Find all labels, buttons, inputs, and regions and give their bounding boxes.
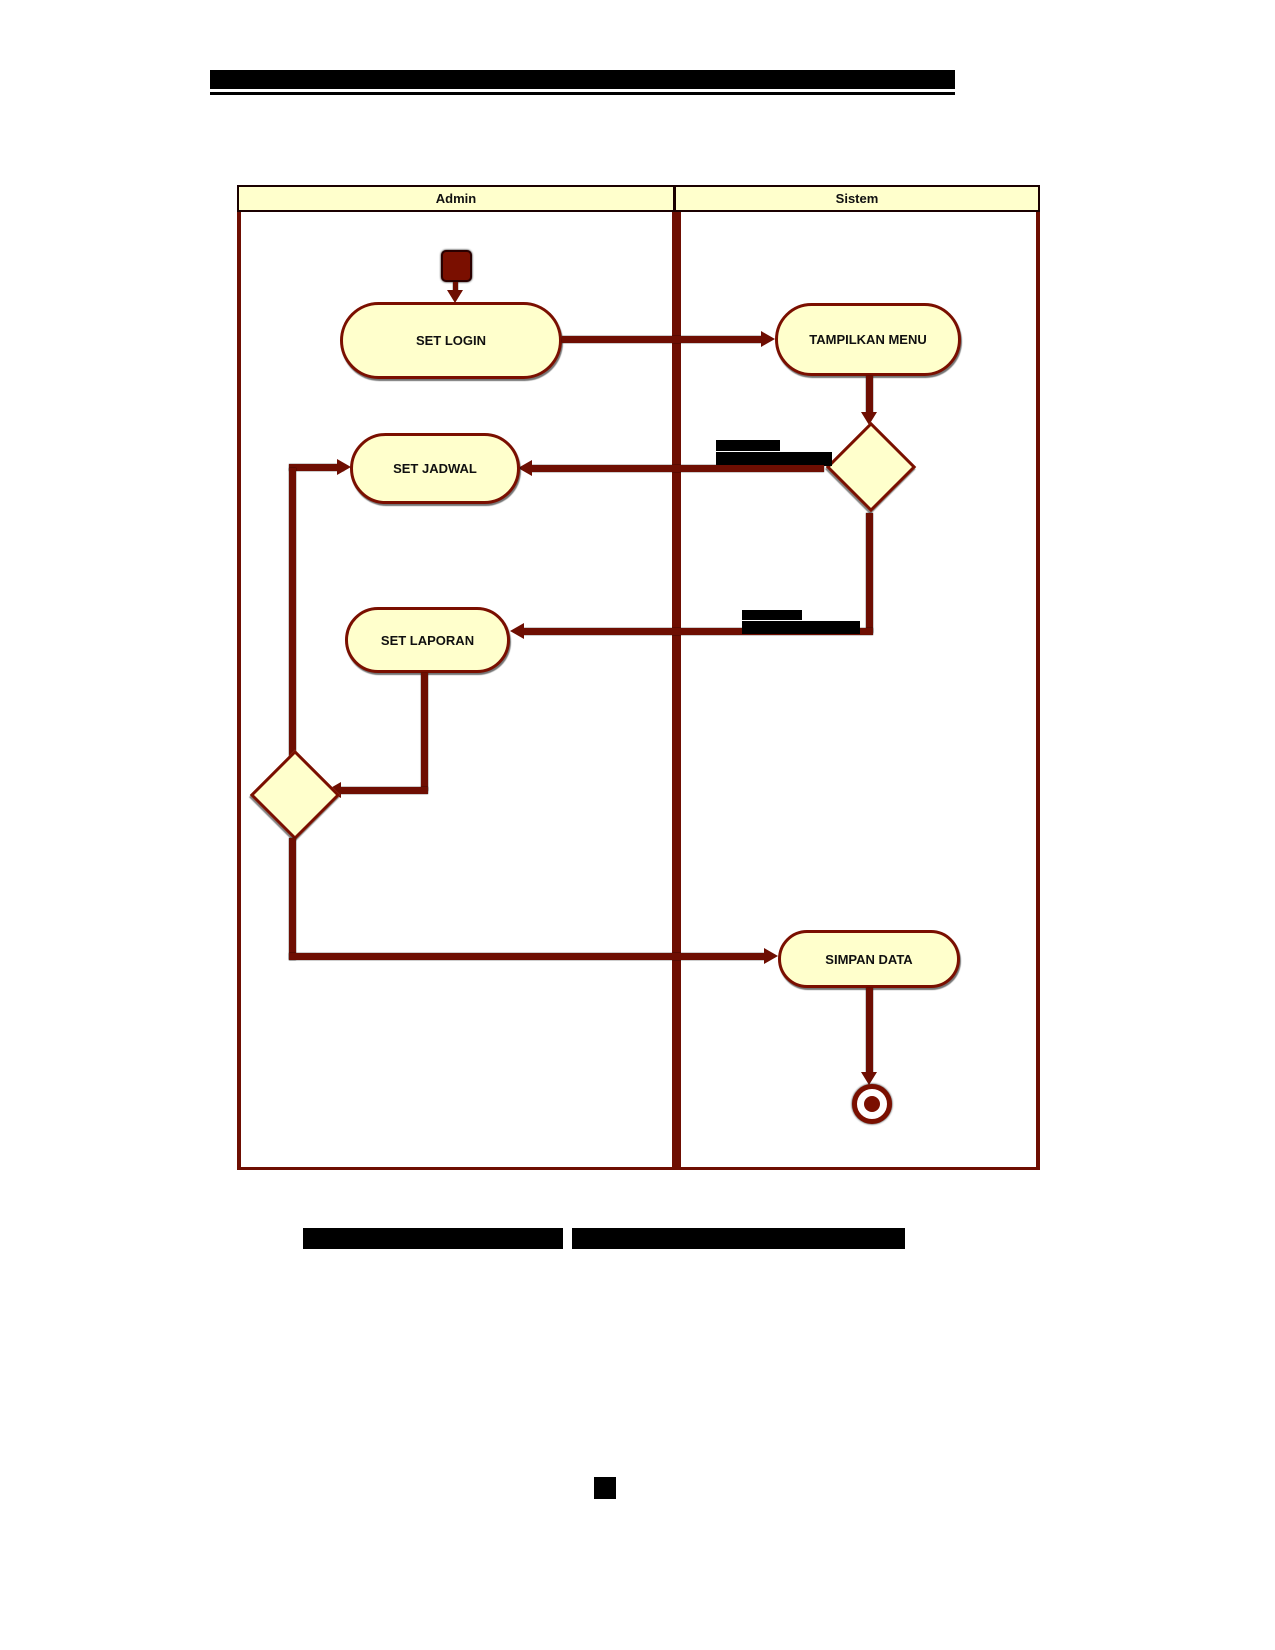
- caption-redaction-right: [572, 1228, 905, 1249]
- guard-1-redaction-bottom: [716, 452, 832, 466]
- lane-divider: [672, 212, 681, 1170]
- node-tampilkan-menu: TAMPILKAN MENU: [775, 303, 961, 376]
- edge-decision1-setjadwal: [528, 465, 824, 472]
- title-underline: [210, 92, 955, 95]
- decision-node-2: [248, 748, 342, 842]
- edge-decision2-simpandata: [289, 953, 765, 960]
- node-set-login-label: SET LOGIN: [415, 333, 487, 348]
- edge-setlaporan-down: [421, 673, 428, 791]
- node-set-laporan-label: SET LAPORAN: [380, 632, 475, 648]
- edge-decision1-setlaporan: [522, 628, 873, 635]
- frame-right-border: [1036, 212, 1040, 1170]
- title-redaction: [210, 70, 955, 89]
- start-node: [441, 250, 472, 282]
- arrowhead-into-set-login: [447, 290, 463, 303]
- node-set-login: SET LOGIN: [340, 302, 562, 379]
- decision-node-2-shape: [249, 749, 341, 841]
- edge-loopback-vertical: [289, 468, 296, 762]
- arrowhead-into-set-laporan: [510, 623, 524, 639]
- node-set-jadwal: SET JADWAL: [350, 433, 520, 504]
- node-simpan-data: SIMPAN DATA: [778, 930, 960, 988]
- edge-setlaporan-decision2: [340, 787, 428, 794]
- node-tampilkan-menu-label: TAMPILKAN MENU: [809, 332, 927, 347]
- node-simpan-data-label: SIMPAN DATA: [825, 951, 913, 967]
- end-node-dot: [864, 1096, 880, 1112]
- edge-setlogin-tampilkanmenu: [562, 336, 762, 343]
- edge-tampilkanmenu-decision1: [866, 376, 873, 416]
- page-number-redaction: [594, 1477, 616, 1499]
- edge-decision2-down: [289, 838, 296, 960]
- frame-bottom-border: [237, 1167, 1040, 1170]
- arrowhead-into-set-jadwal-left: [337, 459, 351, 475]
- edge-start-setlogin: [453, 282, 458, 292]
- arrowhead-into-decision1: [861, 412, 877, 425]
- guard-1-redaction-top: [716, 440, 780, 451]
- decision-node-1-shape: [825, 421, 917, 513]
- arrowhead-into-set-jadwal-right: [518, 460, 532, 476]
- lane-sistem-label: Sistem: [835, 191, 879, 206]
- arrowhead-into-end-node: [861, 1072, 877, 1085]
- guard-2-redaction-bottom: [742, 621, 860, 634]
- edge-decision1-down: [866, 513, 873, 633]
- caption-redaction-left: [303, 1228, 563, 1249]
- edge-simpandata-end: [866, 988, 873, 1076]
- node-set-jadwal-label: SET JADWAL: [393, 461, 477, 476]
- lane-header: Admin Sistem: [237, 185, 1040, 212]
- lane-admin-label: Admin: [239, 187, 676, 210]
- decision-node-1: [824, 420, 918, 514]
- edge-loopback-horizontal: [289, 464, 344, 471]
- node-set-laporan: SET LAPORAN: [345, 607, 510, 673]
- arrowhead-into-simpan-data: [764, 948, 778, 964]
- frame-left-border: [237, 212, 241, 1170]
- end-node: [852, 1084, 892, 1124]
- guard-2-redaction-top: [742, 610, 802, 620]
- arrowhead-into-tampilkan-menu: [761, 331, 775, 347]
